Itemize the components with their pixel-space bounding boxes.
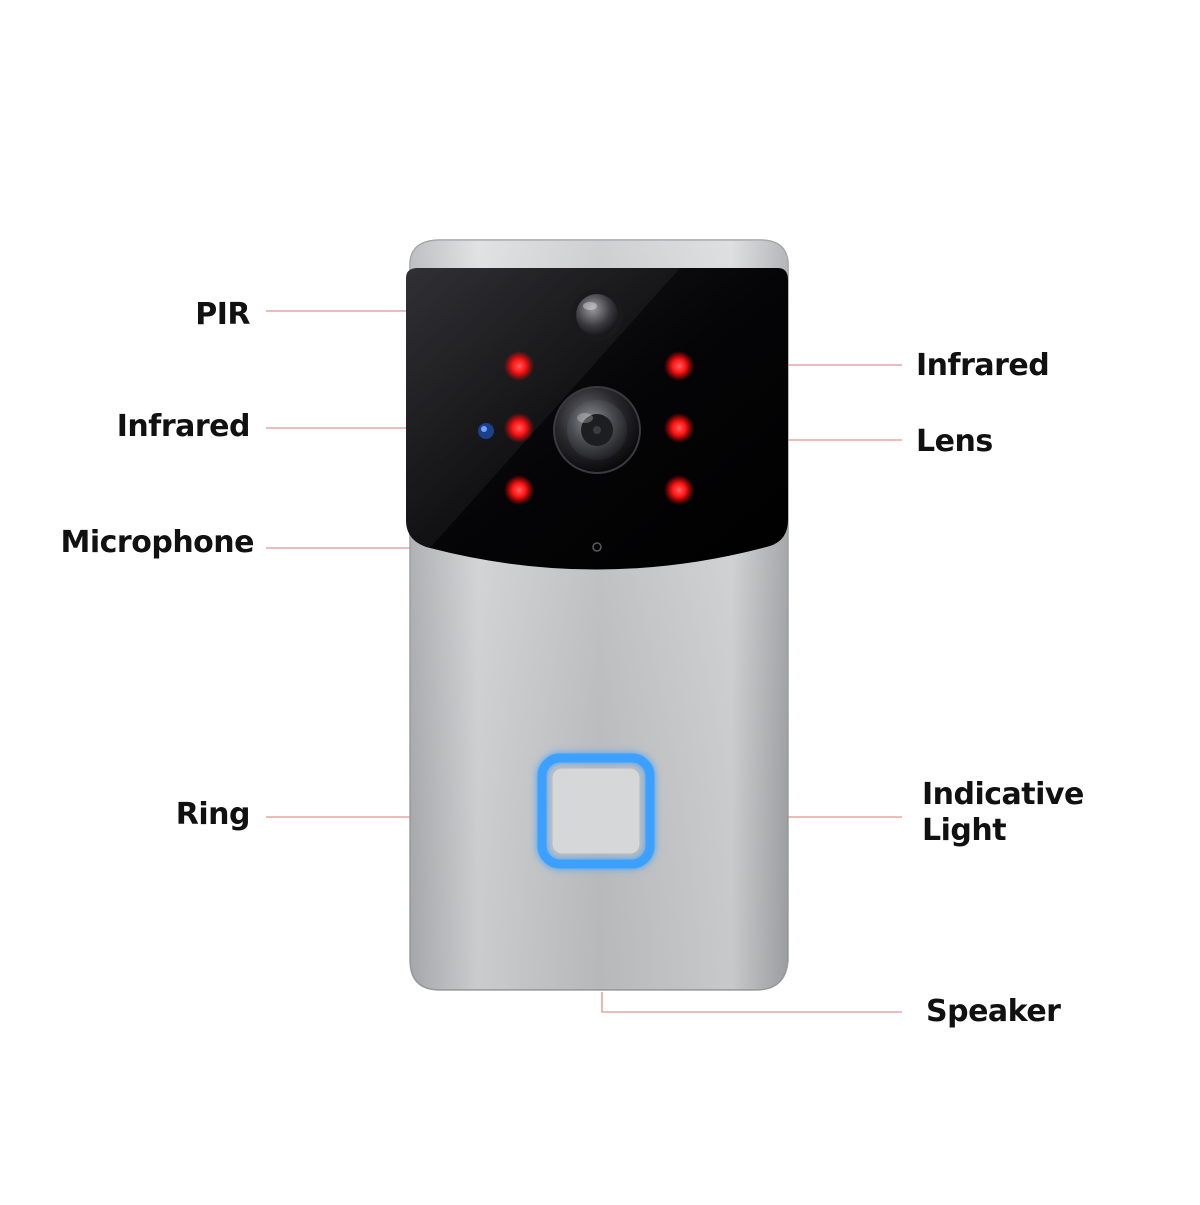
label-infrared-right: Infrared: [916, 348, 1050, 383]
label-indicative-light: Indicative Light: [922, 777, 1084, 849]
infrared-led: [504, 413, 534, 443]
ring-button: [537, 753, 655, 869]
infrared-led: [504, 351, 534, 381]
infrared-leds: [504, 351, 694, 505]
pir-sensor: [571, 289, 623, 341]
light-sensor-dot: [478, 423, 494, 439]
label-ring: Ring: [175, 797, 251, 832]
label-infrared-left: Infrared: [116, 409, 251, 444]
label-lens: Lens: [916, 424, 993, 459]
leader-line-speaker: [601, 992, 902, 1013]
label-speaker: Speaker: [926, 994, 1061, 1029]
microphone-hole: [592, 542, 602, 552]
infrared-led: [504, 475, 534, 505]
infrared-led: [664, 351, 694, 381]
infrared-led: [664, 475, 694, 505]
label-pir: PIR: [195, 297, 250, 332]
label-indicative-light-line1: Indicative: [922, 777, 1084, 812]
camera-lens: [553, 386, 641, 474]
infrared-led: [664, 413, 694, 443]
label-microphone: Microphone: [60, 525, 255, 560]
label-indicative-light-line2: Light: [922, 813, 1007, 848]
indicative-light-ring: [537, 753, 655, 869]
